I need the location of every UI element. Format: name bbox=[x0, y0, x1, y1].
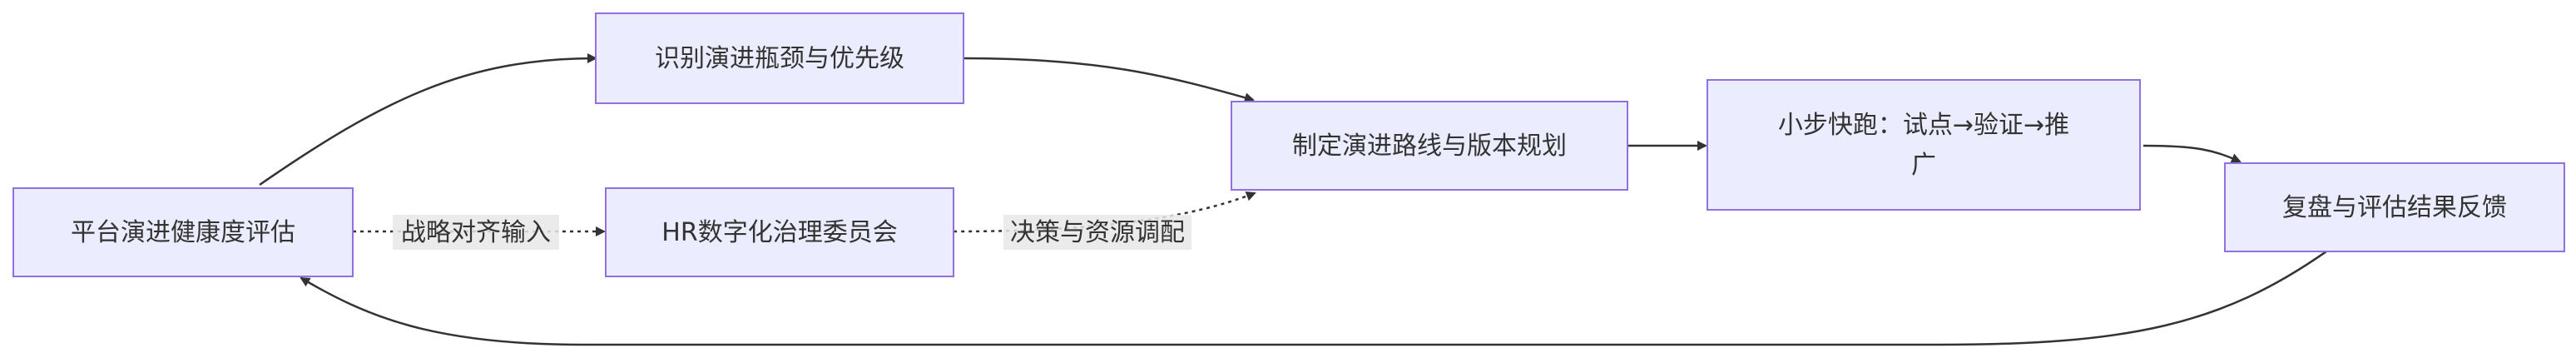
node-health-eval-label: 平台演进健康度评估 bbox=[71, 218, 295, 247]
node-plan-label: 制定演进路线与版本规划 bbox=[1292, 132, 1567, 161]
edge-review-to-health bbox=[300, 250, 2327, 346]
edge-pilot-to-review bbox=[2143, 144, 2242, 163]
node-review-label: 复盘与评估结果反馈 bbox=[2282, 193, 2507, 222]
node-committee-label: HR数字化治理委员会 bbox=[661, 218, 897, 247]
edge-label-decision: 决策与资源调配 bbox=[1003, 215, 1191, 250]
node-identify[interactable]: 识别演进瓶颈与优先级 bbox=[595, 12, 964, 104]
node-review[interactable]: 复盘与评估结果反馈 bbox=[2224, 162, 2565, 252]
node-health-eval[interactable]: 平台演进健康度评估 bbox=[12, 187, 354, 277]
node-pilot-label-line1: 小步快跑：试点→验证→推 bbox=[1778, 111, 2069, 140]
edge-label-strategy-input-text: 战略对齐输入 bbox=[401, 218, 551, 247]
node-pilot-label-line2: 广 bbox=[1911, 151, 1936, 180]
edge-identify-to-plan bbox=[963, 57, 1255, 103]
node-committee[interactable]: HR数字化治理委员会 bbox=[605, 187, 954, 277]
edge-health-to-identify bbox=[259, 53, 597, 186]
node-pilot[interactable]: 小步快跑：试点→验证→推 广 bbox=[1707, 79, 2141, 211]
edge-label-strategy-input: 战略对齐输入 bbox=[393, 215, 559, 250]
edge-label-decision-text: 决策与资源调配 bbox=[1010, 218, 1185, 247]
node-plan[interactable]: 制定演进路线与版本规划 bbox=[1231, 101, 1628, 191]
node-identify-label: 识别演进瓶颈与优先级 bbox=[655, 44, 904, 73]
